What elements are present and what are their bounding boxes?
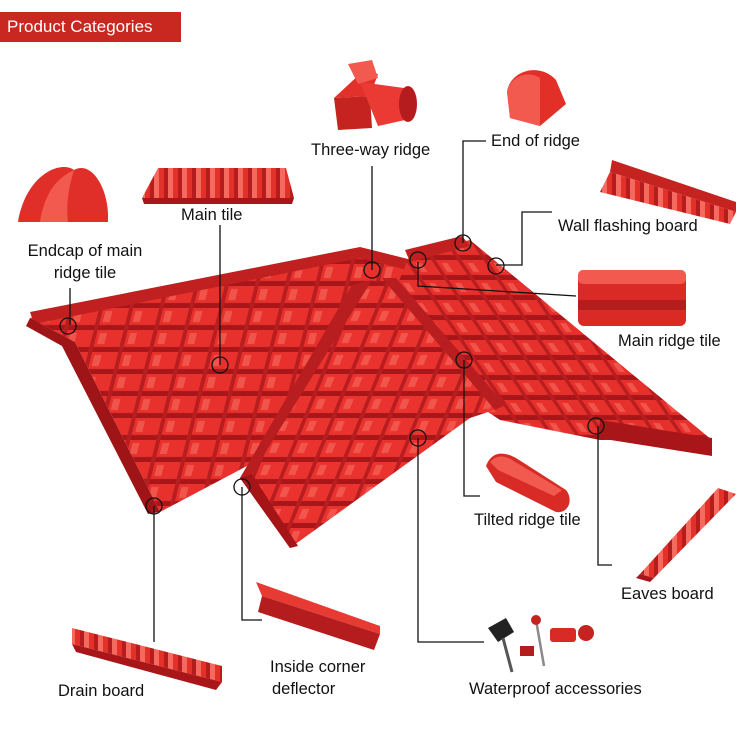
label-eaves-board: Eaves board	[621, 585, 714, 603]
marker-eaves-board	[587, 417, 605, 435]
label-main-tile: Main tile	[181, 206, 243, 224]
label-three-way-ridge: Three-way ridge	[311, 141, 431, 159]
gable-ridge-right	[382, 278, 505, 410]
marker-main-ridge-tile	[409, 251, 427, 269]
eaves-board-image	[636, 488, 736, 582]
roof-left-plane	[30, 252, 415, 512]
label-end-of-ridge: End of ridge	[491, 132, 580, 150]
main-tile-image	[142, 168, 294, 204]
label-inside-corner: Inside corner deflector	[270, 656, 365, 700]
leader-waterproof	[417, 438, 484, 643]
label-inside-corner-line1: Inside corner	[270, 658, 366, 676]
endcap-image	[18, 167, 109, 222]
marker-endcap	[59, 317, 77, 335]
main-ridge	[30, 247, 420, 324]
marker-inside-corner	[233, 478, 251, 496]
drain-board-image	[72, 628, 222, 690]
leader-tilted-ridge	[463, 360, 480, 497]
ridge-cap-top	[405, 236, 470, 262]
gable-ridge-left	[240, 280, 372, 478]
label-endcap: Endcap of main ridge tile	[12, 240, 158, 284]
label-tilted-ridge-tile: Tilted ridge tile	[474, 511, 581, 529]
leader-end-of-ridge	[462, 140, 486, 243]
roof-left-edge	[26, 318, 160, 514]
callout-markers	[59, 234, 605, 515]
leader-main-ridge-tile	[417, 262, 577, 297]
label-inside-corner-line2: deflector	[272, 680, 336, 698]
marker-end-of-ridge	[454, 234, 472, 252]
marker-three-way-ridge	[363, 261, 381, 279]
marker-drain-board	[145, 497, 163, 515]
end-of-ridge-image	[507, 70, 566, 126]
leader-inside-corner	[241, 487, 262, 621]
main-ridge-tile-image	[578, 270, 686, 326]
label-wall-flashing-board: Wall flashing board	[558, 217, 698, 235]
leader-wall-flashing	[496, 211, 552, 266]
roof-right-eave	[598, 420, 712, 456]
label-main-ridge-tile: Main ridge tile	[618, 332, 721, 350]
marker-main-tile	[211, 356, 229, 374]
leader-eaves-board	[597, 426, 612, 566]
label-endcap-line1: Endcap of main	[27, 242, 143, 260]
marker-wall-flashing	[487, 257, 505, 275]
marker-tilted-ridge	[455, 351, 473, 369]
marker-waterproof	[409, 429, 427, 447]
wall-flashing-board-image	[600, 160, 736, 224]
label-endcap-line2: ridge tile	[53, 264, 117, 282]
three-way-ridge-image	[334, 60, 417, 130]
waterproof-accessories-image	[488, 615, 594, 673]
label-drain-board: Drain board	[58, 682, 145, 700]
tilted-ridge-tile-image	[486, 453, 570, 513]
gable-eave	[240, 474, 298, 548]
roof-front-gable	[240, 280, 500, 548]
inside-corner-deflector-image	[256, 582, 380, 650]
label-waterproof-accessories: Waterproof accessories	[469, 680, 642, 698]
page-title: Product Categories	[0, 12, 181, 42]
leader-lines	[69, 140, 612, 643]
